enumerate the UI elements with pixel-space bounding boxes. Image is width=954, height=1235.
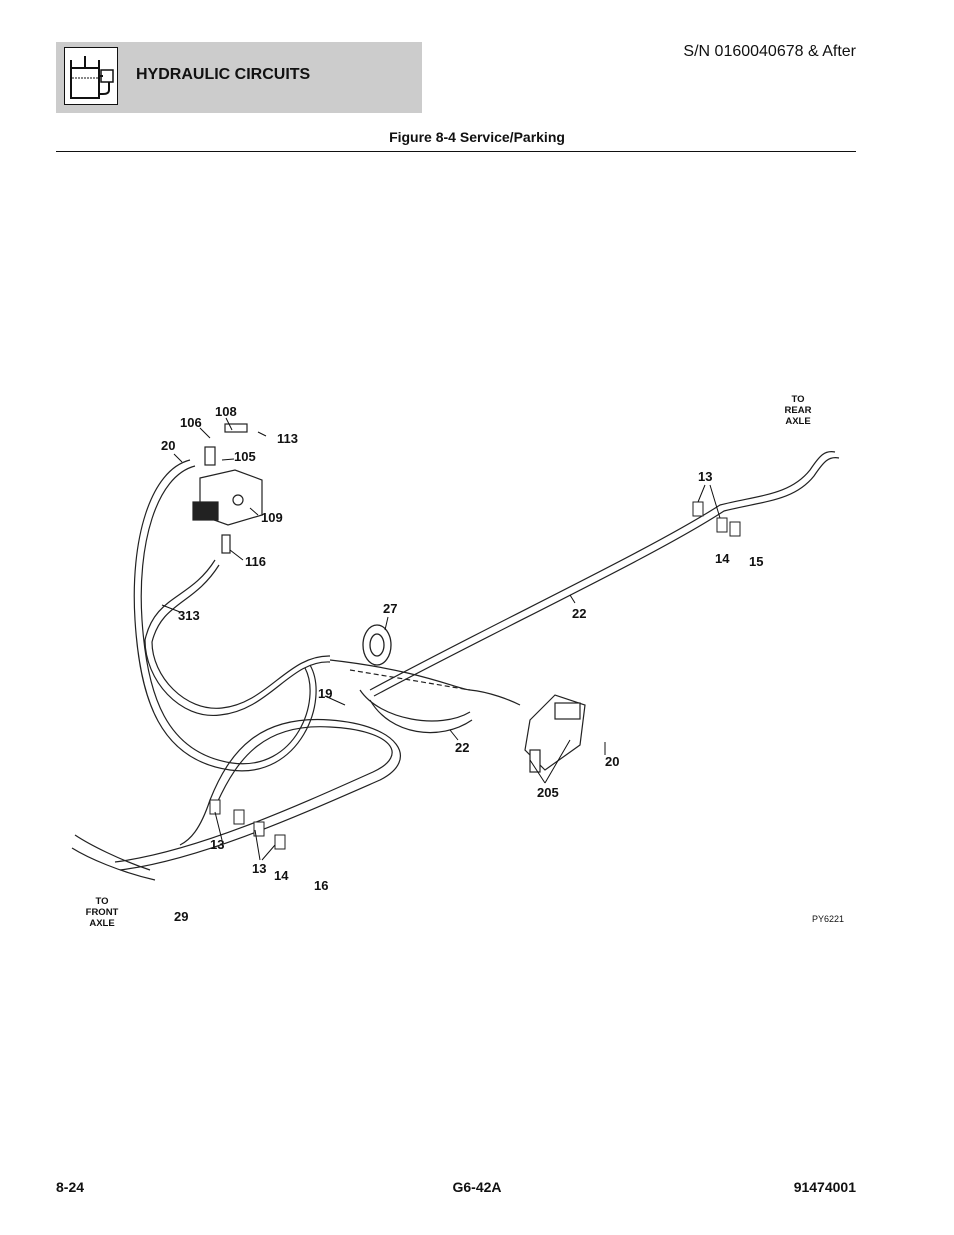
callout: 14 — [274, 868, 289, 883]
callout: 29 — [174, 909, 188, 924]
front-axle-note: TO — [95, 896, 108, 907]
front-axle-note: AXLE — [89, 918, 114, 929]
callout: 13 — [698, 469, 712, 484]
drawing-code: PY6221 — [812, 914, 844, 924]
leader-lines — [161, 417, 721, 861]
callout: 313 — [178, 608, 200, 623]
callout: 27 — [383, 601, 397, 616]
callout: 22 — [572, 606, 586, 621]
callout: 20 — [605, 754, 619, 769]
callout: 14 — [715, 551, 730, 566]
callout: 15 — [749, 554, 763, 569]
hoses — [71, 450, 840, 881]
callout: 109 — [261, 510, 283, 525]
rear-axle-note: TO — [791, 394, 804, 405]
page-number: 8-24 — [56, 1179, 85, 1195]
doc-number: 91474001 — [793, 1179, 856, 1195]
divider — [56, 151, 856, 152]
callout: 116 — [245, 554, 266, 569]
section-title: HYDRAULIC CIRCUITS — [136, 66, 311, 83]
clamps — [209, 501, 741, 850]
figure-title: Figure 8-4 Service/Parking — [389, 129, 565, 145]
brake-valve — [524, 694, 586, 773]
callout: 108 — [215, 404, 237, 419]
front-axle-note: FRONT — [86, 907, 119, 918]
callout: 13 — [252, 861, 266, 876]
model-number: G6-42A — [452, 1179, 502, 1195]
callout: 19 — [318, 686, 332, 701]
callout: 16 — [314, 878, 328, 893]
callout: 22 — [455, 740, 469, 755]
hydraulic-reservoir-icon — [64, 47, 118, 105]
serial-number: S/N 0160040678 & After — [683, 43, 856, 60]
callout: 20 — [161, 438, 175, 453]
rear-axle-note: AXLE — [785, 416, 810, 427]
callouts: 106 108 20 113 105 109 116 313 27 22 19 … — [86, 394, 844, 929]
rear-axle-note: REAR — [785, 405, 812, 416]
callout: 113 — [277, 431, 298, 446]
callout: 105 — [234, 449, 256, 464]
callout: 13 — [210, 837, 224, 852]
seal-27 — [362, 624, 392, 666]
section-header: HYDRAULIC CIRCUITS — [56, 42, 422, 113]
control-valve — [192, 423, 263, 554]
callout: 106 — [180, 415, 202, 430]
callout: 205 — [537, 785, 559, 800]
